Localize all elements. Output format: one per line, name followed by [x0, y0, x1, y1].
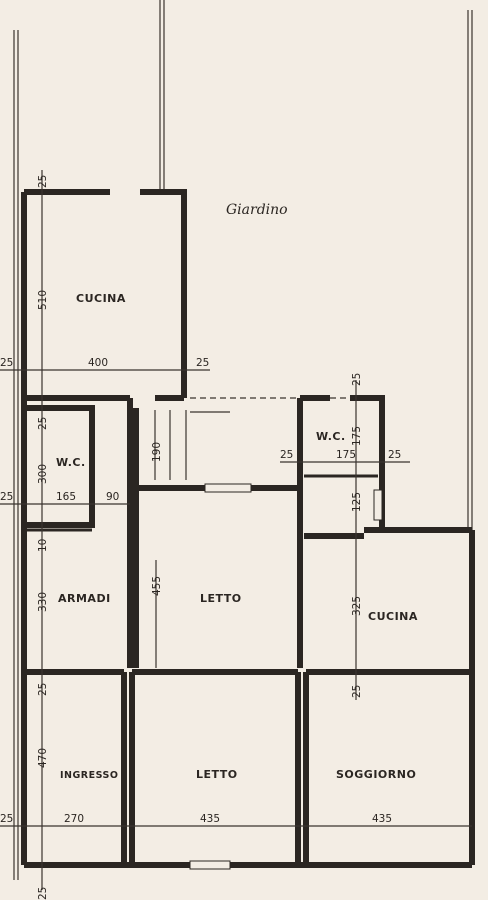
dim-270: 270	[64, 813, 84, 825]
dim-25-rwc-top: 25	[351, 373, 363, 386]
dim-125: 125	[351, 492, 363, 512]
room-cucina-top: CUCINA	[76, 292, 126, 305]
dim-165: 165	[56, 491, 76, 503]
dim-470: 470	[37, 748, 49, 768]
wc-right-walls	[297, 395, 385, 668]
dim-175-h: 175	[336, 449, 356, 461]
room-cucina-right: CUCINA	[368, 610, 418, 623]
dim-10: 10	[37, 539, 49, 552]
dim-25-left-mid: 25	[0, 357, 13, 369]
dim-175-v: 175	[351, 426, 363, 446]
dim-25-rwc-right: 25	[388, 449, 401, 461]
dim-25-wc-top: 25	[37, 417, 49, 430]
room-letto-bottom: LETTO	[196, 768, 238, 781]
dim-25-left-wc: 25	[0, 491, 13, 503]
room-wc-left: W.C.	[56, 456, 86, 469]
dim-330: 330	[37, 592, 49, 612]
dim-25-top: 25	[37, 175, 49, 188]
dim-435-mid: 435	[200, 813, 220, 825]
dim-25-cucina-bottom: 25	[351, 685, 363, 698]
garden-label: Giardino	[226, 202, 288, 218]
dim-25-armadi: 25	[37, 683, 49, 696]
window-right	[373, 489, 383, 521]
dim-25-right-kitchen: 25	[196, 357, 209, 369]
dim-400: 400	[88, 357, 108, 369]
dim-25-bottom-edge: 25	[37, 887, 49, 900]
dim-25-rwc-left: 25	[280, 449, 293, 461]
room-soggiorno: SOGGIORNO	[336, 768, 416, 781]
dim-435-right: 435	[372, 813, 392, 825]
window-letto	[204, 483, 252, 493]
dim-300: 300	[37, 464, 49, 484]
dim-325: 325	[351, 596, 363, 616]
room-armadi: ARMADI	[58, 592, 111, 605]
room-letto-middle: LETTO	[200, 592, 242, 605]
dim-510: 510	[37, 290, 49, 310]
room-wc-right: W.C.	[316, 430, 346, 443]
window-bottom	[189, 860, 231, 870]
room-ingresso: INGRESSO	[60, 770, 118, 781]
dim-455: 455	[151, 576, 163, 596]
dim-90: 90	[106, 491, 119, 503]
wc-left-walls	[24, 405, 95, 528]
dim-190: 190	[151, 442, 163, 462]
dim-25-bottom-left: 25	[0, 813, 13, 825]
